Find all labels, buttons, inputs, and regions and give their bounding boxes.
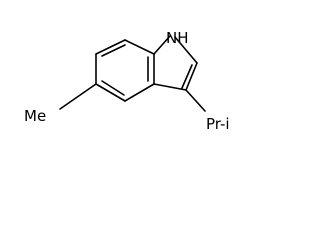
- bond-methyl: [59, 83, 97, 110]
- double-bond-benzene-top: [101, 44, 126, 57]
- bond-benzene-5: [95, 83, 126, 102]
- double-bond-benzene-bottom: [101, 80, 125, 96]
- bond-benzene-4: [124, 83, 155, 102]
- isopropyl-label: Pr-i: [206, 115, 230, 133]
- methyl-label: Me: [24, 107, 46, 125]
- double-bond-pyrrole: [181, 64, 193, 89]
- structure-canvas: NH Me Pr-i: [24, 29, 230, 133]
- bond-pyrrole-n-c2: [174, 36, 198, 64]
- bond-pyrrole-top: [153, 35, 171, 55]
- structure-diagram: NH Me Pr-i: [24, 29, 230, 133]
- bond-pyrrole-c2-c3: [185, 62, 198, 91]
- bond-isopropyl-link: [185, 89, 206, 112]
- bond-benzene-2: [124, 39, 155, 55]
- bond-benzene-1: [95, 39, 126, 55]
- nh-label: NH: [166, 29, 189, 47]
- bond-pyrrole-c3-c3a: [153, 83, 187, 91]
